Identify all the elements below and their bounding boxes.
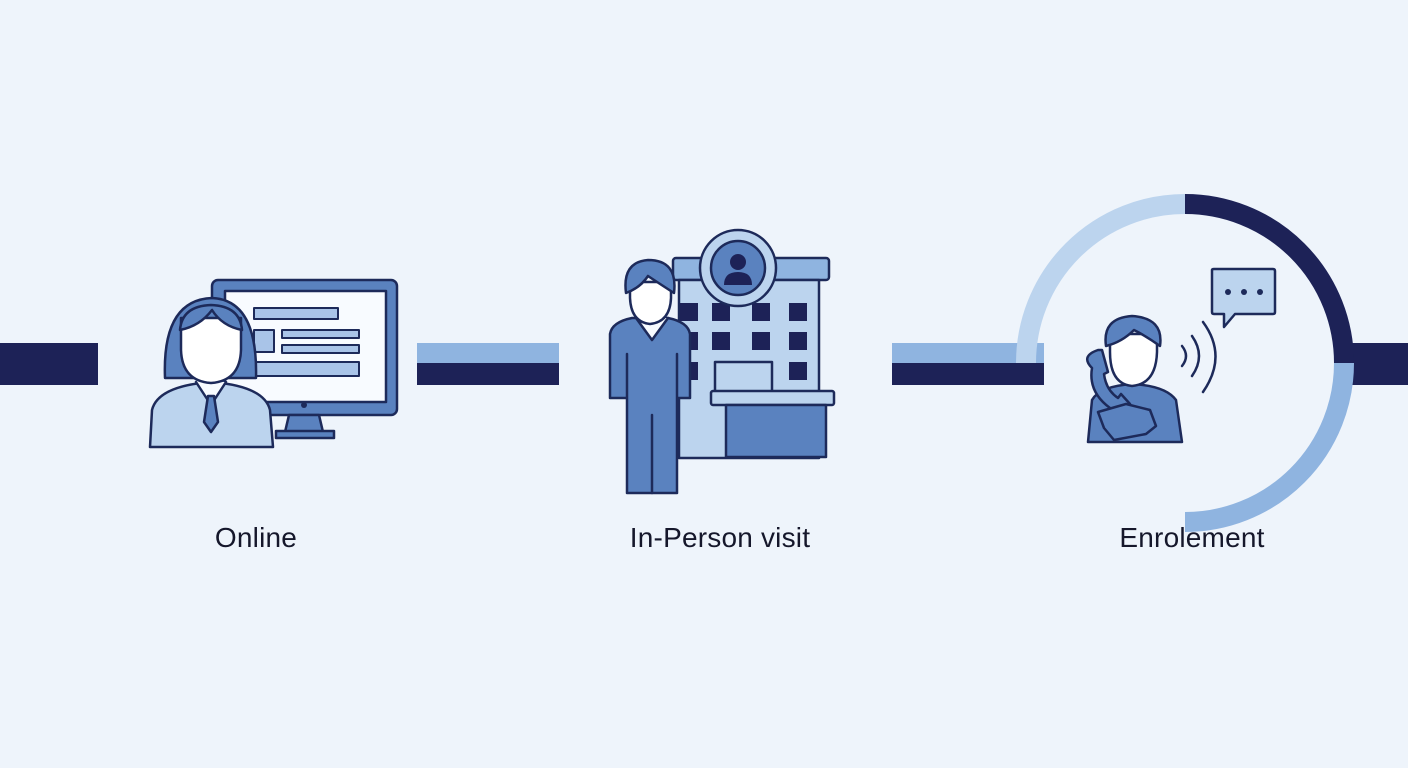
person-at-office-building-icon: [608, 228, 836, 495]
progress-ring-navy-arc: [1184, 194, 1354, 364]
person-on-phone-icon: [1085, 267, 1277, 444]
step-label-in-person-visit: In-Person visit: [629, 522, 811, 553]
connector-left-edge: [0, 343, 98, 385]
progress-ring-light-arc: [1016, 194, 1186, 364]
person-at-computer-icon: [148, 278, 399, 449]
connector-online-to-visit-top: [417, 343, 559, 363]
connector-online-to-visit-bottom: [417, 363, 559, 385]
progress-ring-blue-arc: [1184, 362, 1354, 532]
step-label-enrolement: Enrolement: [1119, 522, 1265, 553]
connector-visit-to-enrolment-top: [892, 343, 1044, 363]
progress-ring: [1016, 194, 1354, 532]
step-label-online: Online: [214, 522, 298, 553]
connector-visit-to-enrolment-bottom: [892, 363, 1044, 385]
